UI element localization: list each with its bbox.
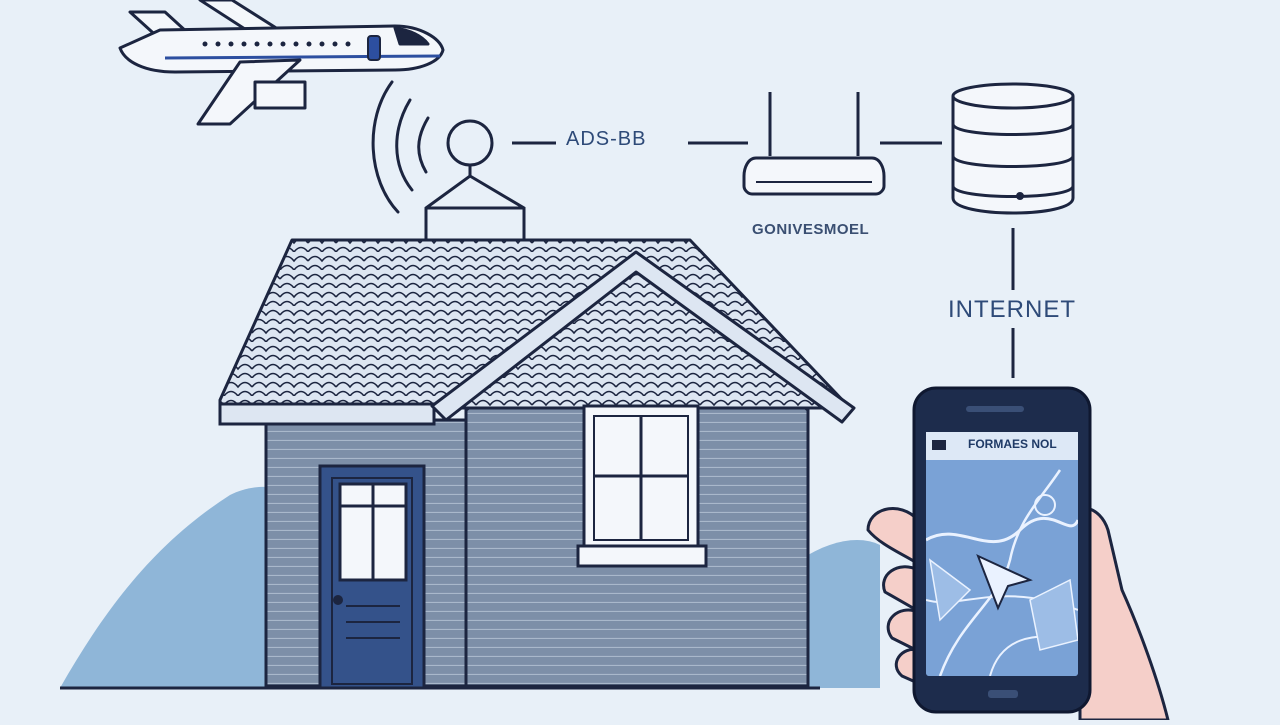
airplane-icon [118,0,445,126]
app-header-title: FORMAES NOL [968,437,1057,451]
antenna-icon [424,119,526,251]
signal-waves-icon [371,80,430,214]
front-door [318,464,426,690]
connection-lines [512,141,1015,378]
adsb-label: ADS-BB [566,128,647,150]
map-screen [926,460,1078,676]
internet-label: INTERNET [948,296,1076,323]
app-menu-icon[interactable] [932,440,946,450]
house-icon [60,238,856,690]
receiver-label: GONIVESMOEL [752,221,870,238]
router-icon [742,92,886,196]
hill-right [800,540,880,688]
smartphone-icon [912,386,1092,714]
home-button[interactable] [988,690,1018,698]
database-icon [951,82,1075,215]
airplane-marker-icon [976,554,1033,611]
app-header-bar [926,432,1078,460]
hill [60,486,300,688]
house-window [576,404,708,568]
